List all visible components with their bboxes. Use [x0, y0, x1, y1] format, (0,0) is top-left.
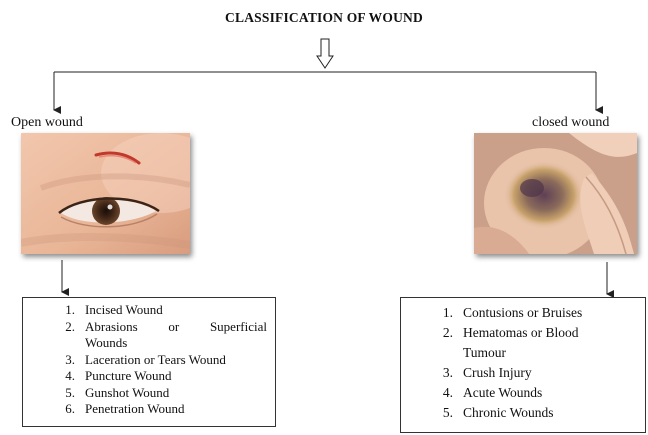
closed-wound-label: closed wound [532, 115, 609, 131]
list-item: 6.Penetration Wound [23, 401, 275, 418]
list-item: 4.Puncture Wound [23, 368, 275, 385]
list-item: 1.Contusions or Bruises [401, 303, 645, 323]
closed-wound-photo [474, 133, 637, 254]
open-wound-label: Open wound [11, 115, 83, 131]
closed-wound-list: 1.Contusions or Bruises 2.Hematomas or B… [400, 297, 646, 433]
list-item: 4.Acute Wounds [401, 383, 645, 403]
open-wound-illustration [21, 133, 190, 254]
closed-wound-illustration [474, 133, 637, 254]
list-item: 3.Crush Injury [401, 363, 645, 383]
open-wound-photo [21, 133, 190, 254]
list-item: 1.Incised Wound [23, 302, 275, 319]
open-wound-list: 1.Incised Wound 2.Abrasions or Superfici… [22, 297, 276, 427]
list-item: 3.Laceration or Tears Wound [23, 352, 275, 369]
list-item: 5.Gunshot Wound [23, 385, 275, 402]
list-item: 5.Chronic Wounds [401, 403, 645, 423]
